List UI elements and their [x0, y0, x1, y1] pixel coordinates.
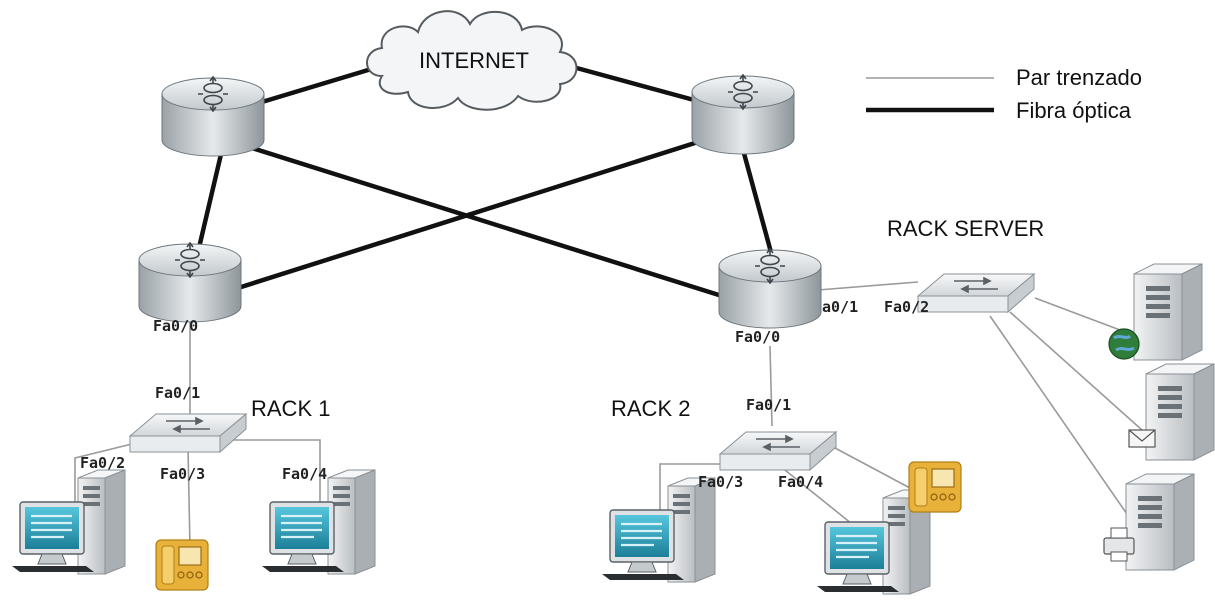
link-r2-r4	[739, 145, 775, 257]
link-cloud-r2	[561, 61, 695, 103]
ip-phone-icon[interactable]	[155, 539, 209, 591]
link-srvsw-print	[989, 315, 1139, 531]
legend-fiber-label: Fibra óptica	[1016, 98, 1132, 123]
port-label: Fa0/3	[698, 473, 743, 491]
link-srvsw-mail	[1009, 311, 1143, 431]
fiber-links	[195, 61, 775, 299]
switch-icon[interactable]	[917, 273, 1035, 313]
port-label: Fa0/1	[746, 396, 791, 414]
link-r4-srvsw	[817, 281, 919, 291]
link-r2-r3	[237, 139, 699, 291]
link-sw1-pc2	[232, 439, 321, 514]
router-icon[interactable]	[138, 242, 242, 323]
port-label: Fa0/2	[80, 454, 125, 472]
link-sw2-pc3	[659, 463, 720, 520]
port-label: Fa0/4	[282, 465, 327, 483]
ip-phone-icon[interactable]	[908, 461, 962, 513]
rack1-label: RACK 1	[251, 396, 330, 421]
router-icon[interactable]	[691, 74, 795, 155]
cloud-icon: INTERNET	[366, 10, 578, 111]
switch-icon[interactable]	[719, 431, 837, 471]
mail-server-icon[interactable]	[1128, 363, 1215, 461]
legend-twisted-pair-label: Par trenzado	[1016, 65, 1142, 90]
rack2-label: RACK 2	[611, 396, 690, 421]
port-label: Fa0/0	[153, 317, 198, 335]
link-sw2-phone2	[834, 447, 911, 489]
port-label: Fa0/3	[160, 465, 205, 483]
link-sw2-pc4	[779, 465, 863, 533]
print-server-icon[interactable]	[1103, 473, 1195, 571]
link-r1-cloud	[261, 61, 389, 105]
legend: Par trenzado Fibra óptica	[866, 65, 1142, 123]
port-label: Fa0/1	[155, 384, 200, 402]
router-icon[interactable]	[161, 76, 265, 157]
port-label: Fa0/4	[778, 473, 823, 491]
web-server-icon[interactable]	[1108, 263, 1203, 361]
switch-icon[interactable]	[129, 413, 247, 453]
envelope-icon	[1128, 429, 1156, 448]
link-srvsw-web	[1034, 297, 1121, 331]
link-r1-r3	[195, 149, 225, 253]
cloud-label: INTERNET	[419, 48, 529, 73]
link-r1-r4	[251, 145, 723, 299]
link-sw1-phone1	[187, 447, 191, 549]
router-icon[interactable]	[718, 248, 822, 329]
link-sw1-pc1	[74, 443, 133, 512]
printer-icon	[1103, 527, 1135, 562]
rack-server-label: RACK SERVER	[887, 216, 1044, 241]
pc-icon[interactable]	[260, 468, 377, 576]
port-label: Fa0/0	[735, 328, 780, 346]
link-r4-sw2	[769, 345, 773, 427]
pc-icon[interactable]	[10, 468, 127, 576]
pc-icon[interactable]	[600, 476, 717, 584]
twisted-pair-links	[74, 281, 1143, 549]
port-label: a0/1	[822, 298, 858, 316]
globe-icon	[1108, 328, 1140, 360]
port-label: Fa0/2	[884, 298, 929, 316]
